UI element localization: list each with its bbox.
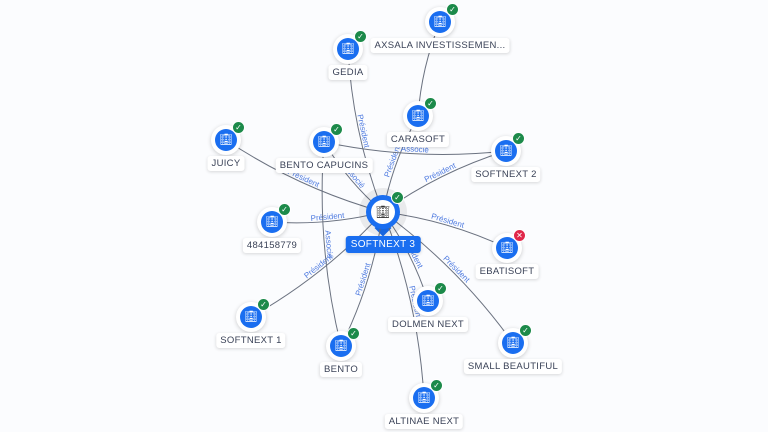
check-badge-icon: ✓ [430,379,443,392]
company-node[interactable]: 🏢︎✓ [498,324,532,358]
building-icon: 🏢︎ [413,387,435,409]
building-icon: 🏢︎ [496,237,518,259]
building-icon: 🏢︎ [313,131,335,153]
company-node[interactable]: 🏢︎✓ [211,121,245,155]
node-label[interactable]: AXSALA INVESTISSEMEN... [370,38,510,53]
node-label[interactable]: ALTINAE NEXT [384,414,464,429]
company-node[interactable]: 🏢︎✓ [403,97,437,131]
edge [382,211,514,344]
building-icon: 🏢︎ [502,332,524,354]
edge [382,211,425,399]
company-node[interactable]: 🏢︎✓ [491,132,525,166]
check-badge-icon: ✓ [519,324,532,337]
edge-label: Président [354,261,373,297]
error-badge-icon: ✕ [513,229,526,242]
company-node[interactable]: 🏢︎✓ [409,379,443,413]
company-node[interactable]: 🏢︎✓ [413,282,447,316]
check-badge-icon: ✓ [330,123,343,136]
check-badge-icon: ✓ [424,97,437,110]
building-icon: 🏢︎ [337,38,359,60]
check-badge-icon: ✓ [446,3,459,16]
node-label[interactable]: SOFTNEXT 1 [216,333,286,348]
node-label[interactable]: 484158779 [242,238,302,253]
node-label[interactable]: BENTO CAPUCINS [275,158,373,173]
check-badge-icon: ✓ [434,282,447,295]
edge-label: Président [423,161,458,184]
node-label[interactable]: SOFTNEXT 2 [471,167,541,182]
company-node[interactable]: 🏢︎✓ [326,327,360,361]
node-label[interactable]: SMALL BEAUTIFUL [463,359,563,374]
check-badge-icon: ✓ [512,132,525,145]
check-badge-icon: ✓ [257,298,270,311]
building-icon: 🏢︎ [407,105,429,127]
edge-label: Associé [323,230,334,259]
company-node[interactable]: 🏢︎✕ [492,229,526,263]
check-badge-icon: ✓ [278,203,291,216]
check-badge-icon: ✓ [391,191,404,204]
company-node[interactable]: 🏢︎✓ [425,3,459,37]
edge-label: Président [382,143,402,179]
check-badge-icon: ✓ [232,121,245,134]
building-icon: 🏢︎ [371,200,395,224]
building-icon: 🏢︎ [261,211,283,233]
check-badge-icon: ✓ [347,327,360,340]
check-badge-icon: ✓ [354,30,367,43]
node-label[interactable]: CARASOFT [386,132,450,147]
edge-label: Associé [401,144,430,154]
company-node[interactable]: 🏢︎✓ [309,123,343,157]
company-node[interactable]: 🏢︎✓ [236,298,270,332]
building-icon: 🏢︎ [417,290,439,312]
edge-label: Président [310,211,345,223]
building-icon: 🏢︎ [215,129,237,151]
node-label[interactable]: DOLMEN NEXT [388,317,468,332]
node-label[interactable]: BENTO [319,362,363,377]
building-icon: 🏢︎ [429,11,451,33]
center-node-label[interactable]: SOFTNEXT 3 [345,236,421,253]
company-node[interactable]: 🏢︎✓ [257,203,291,237]
node-label[interactable]: GEDIA [328,65,368,80]
edge-label: Président [430,212,466,230]
edge-label: Président [441,254,472,285]
node-label[interactable]: JUICY [207,156,245,171]
edge [323,141,507,155]
edge-label: Président [355,113,371,149]
building-icon: 🏢︎ [330,335,352,357]
node-label[interactable]: EBATISOFT [475,264,539,279]
company-node[interactable]: 🏢︎✓ [333,30,367,64]
building-icon: 🏢︎ [495,140,517,162]
building-icon: 🏢︎ [240,306,262,328]
edge [225,139,384,213]
center-node[interactable]: 🏢︎ ✓ [366,191,404,237]
